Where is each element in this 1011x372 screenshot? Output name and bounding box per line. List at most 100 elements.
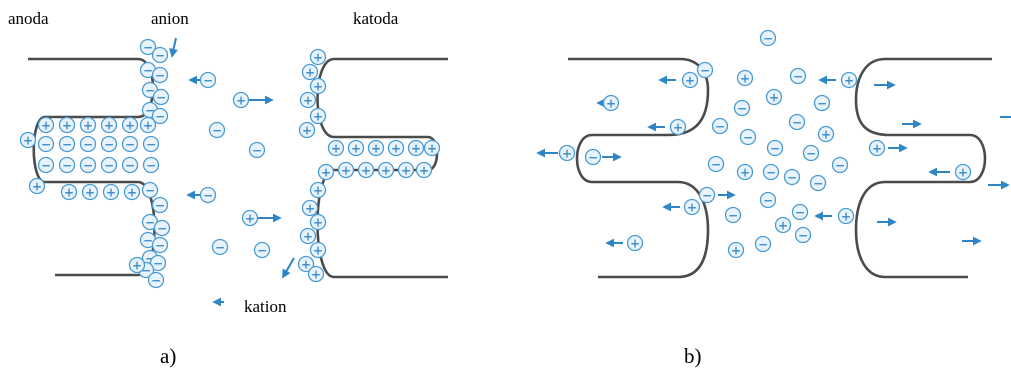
ion-charge-sign: − [711,157,721,171]
ion-charge-sign: − [766,165,776,179]
cation-ion: + [102,183,120,201]
cation-ion: + [128,256,146,274]
ion-charge-sign: − [145,215,155,229]
ion-charge-sign: + [821,127,831,141]
ion-charge-sign: + [731,243,741,257]
anion-ion: − [739,128,757,146]
anion-ion: − [759,191,777,209]
ion-charge-sign: − [835,158,845,172]
anion-ion: − [831,156,849,174]
anion-ion: − [733,99,751,117]
cation-ion: + [301,63,319,81]
ion-charge-sign: + [321,165,331,179]
cation-ion: + [837,207,855,225]
cation-ion: + [840,71,858,89]
panel-a-label: a) [160,344,176,368]
ion-charge-sign: + [143,118,153,132]
anion-ion: − [141,181,159,199]
anion-ion: − [121,135,139,153]
cation-ion: + [121,116,139,134]
ion-charge-sign: − [157,221,167,235]
anion-ion: − [151,46,169,64]
ion-charge-sign: + [381,163,391,177]
anion-ion: − [766,139,784,157]
ion-charge-sign: + [958,165,968,179]
ion-charge-sign: − [104,137,114,151]
cation-ion: + [123,183,141,201]
ion-charge-sign: + [872,141,882,155]
anion-ion: − [100,156,118,174]
ion-charge-sign: + [685,73,695,87]
cation-ion: + [19,131,37,149]
anion-ion: − [813,94,831,112]
anion-ion: − [809,174,827,192]
ion-charge-sign: + [313,243,323,257]
cation-ion: + [954,163,972,181]
ion-charge-sign: − [83,158,93,172]
ion-charge-sign: − [104,158,114,172]
cation-ion: + [309,241,327,259]
ion-charge-sign: + [83,118,93,132]
anion-ion: − [147,271,165,289]
anion-ion: − [789,67,807,85]
ion-charge-sign: + [740,71,750,85]
ion-charge-sign: + [331,141,341,155]
ion-charge-sign: − [252,143,262,157]
ion-charge-sign: − [798,228,808,242]
anion-ion: − [149,254,167,272]
ion-charge-sign: + [630,236,640,250]
anion-ion: − [153,219,171,237]
ion-charge-sign: − [215,240,225,254]
anion-ion: − [208,121,226,139]
ion-charge-sign: + [303,93,313,107]
ion-charge-sign: − [153,256,163,270]
ion-charge-sign: + [32,179,42,193]
cation-ion: + [241,209,259,227]
cation-ion: + [79,116,97,134]
ion-charge-sign: − [41,137,51,151]
cation-ion: + [37,116,55,134]
ion-charge-sign: − [155,48,165,62]
anion-ion: − [788,113,806,131]
ion-charge-sign: − [795,205,805,219]
cation-ion: + [327,139,345,157]
cation-ion: + [309,77,327,95]
cation-ion: + [299,227,317,245]
ion-charge-sign: − [203,73,213,87]
ion-charge-sign: − [151,273,161,287]
cation-ion: + [817,125,835,143]
anion-ion: − [151,107,169,125]
anion-ion: − [783,168,801,186]
ion-charge-sign: + [132,258,142,272]
anion-ion: − [139,61,157,79]
cation-ion: + [397,161,415,179]
cation-ion: + [423,139,441,157]
motion-arrow [169,37,178,58]
ion-charge-sign: + [311,267,321,281]
anion-ion: − [711,117,729,135]
cation-ion: + [736,69,754,87]
cation-ion: + [58,116,76,134]
ion-charge-sign: + [85,185,95,199]
anion-ion: − [121,156,139,174]
ion-charge-sign: − [737,101,747,115]
anion-ion: − [139,38,157,56]
ion-charge-sign: − [155,198,165,212]
ion-charge-sign: + [301,257,311,271]
ion-charge-sign: + [401,163,411,177]
ion-charge-sign: + [313,50,323,64]
anion-ion: − [58,135,76,153]
cathode-label: katoda [353,9,399,28]
cathode-electrode-b [854,57,992,279]
ion-charge-sign: − [145,83,155,97]
cation-ion: + [28,177,46,195]
anion-ion: − [696,61,714,79]
ion-charge-sign: + [245,211,255,225]
cation-ion: + [868,139,886,157]
ion-charge-sign: + [341,163,351,177]
cation-ion: + [298,121,316,139]
ion-charge-sign: + [844,73,854,87]
anion-ion: − [79,156,97,174]
anode-label: anoda [8,9,49,28]
